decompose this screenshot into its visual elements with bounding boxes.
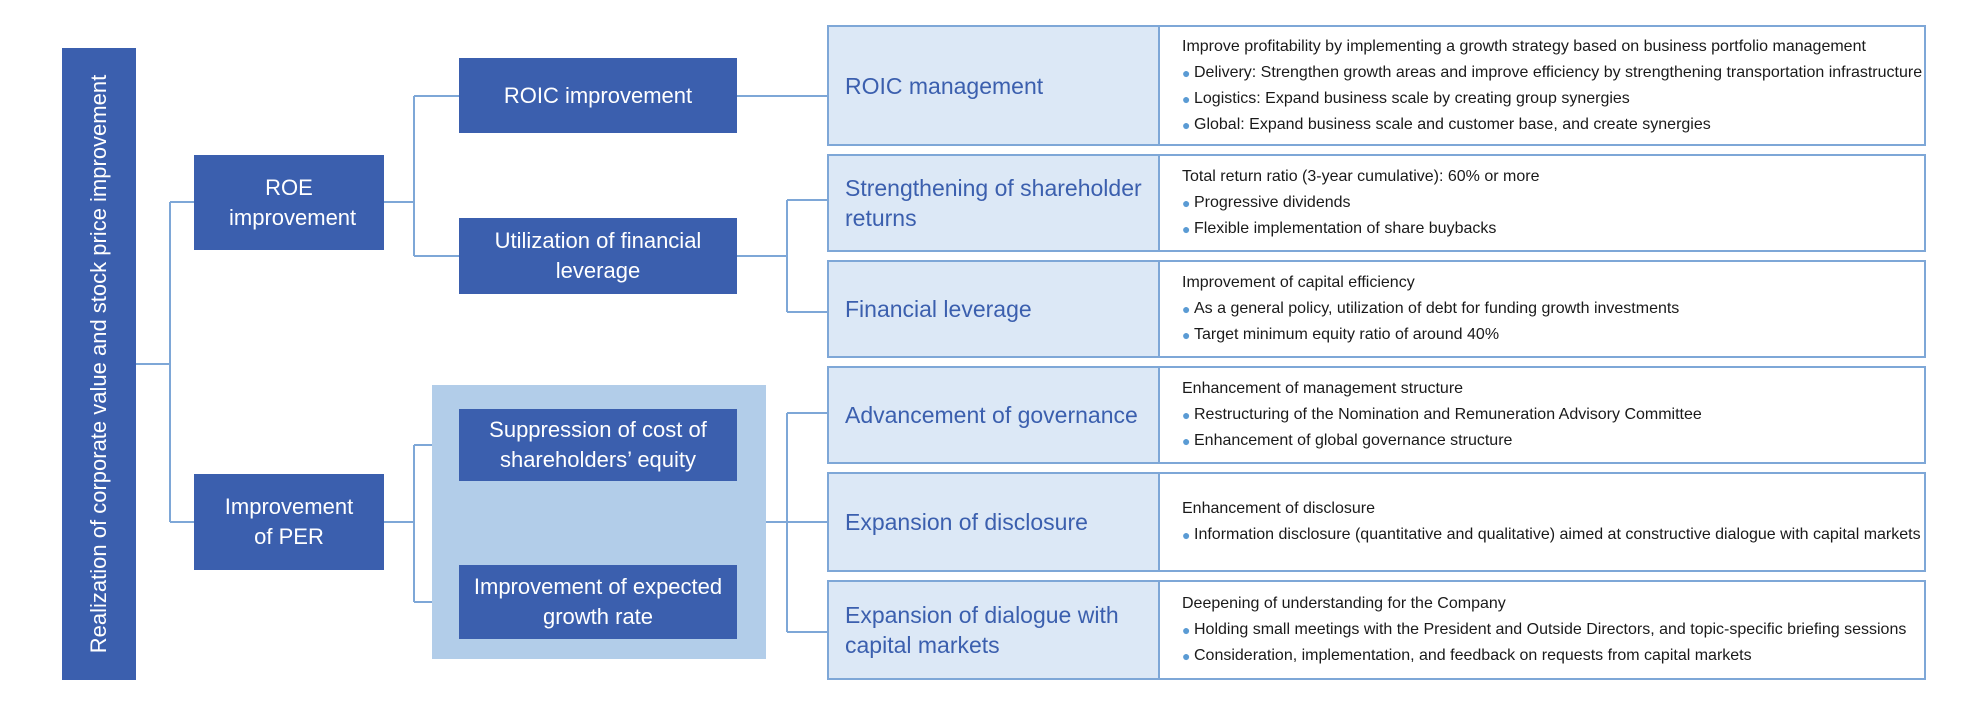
bullet-item: ●Delivery: Strengthen growth areas and i… xyxy=(1182,60,1924,86)
roe-improvement-label: ROE improvement xyxy=(229,174,357,230)
bullet-item: ●Holding small meetings with the Preside… xyxy=(1182,617,1924,643)
bullet-item: ●Enhancement of global governance struct… xyxy=(1182,428,1924,454)
bullet-text: Global: Expand business scale and custom… xyxy=(1194,115,1711,133)
bullet-text: Target minimum equity ratio of around 40… xyxy=(1194,326,1500,343)
bullet-dot-icon: ● xyxy=(1182,327,1191,343)
row-heading: Enhancement of management structure xyxy=(1182,380,1464,397)
bullet-item: ●Logistics: Expand business scale by cre… xyxy=(1182,86,1924,112)
row-disclosure: Expansion of disclosure Enhancement of d… xyxy=(827,472,1926,572)
bullet-dot-icon: ● xyxy=(1182,622,1191,638)
expected-growth-label: Improvement of expected growth rate xyxy=(473,574,723,629)
roe-improvement-box: ROE improvement xyxy=(194,155,384,250)
bullet-text: Flexible implementation of share buyback… xyxy=(1194,220,1497,237)
bullet-dot-icon: ● xyxy=(1182,90,1191,107)
row-title: Advancement of governance xyxy=(829,368,1160,462)
bullet-dot-icon: ● xyxy=(1182,116,1191,133)
row-heading: Improvement of capital efficiency xyxy=(1182,274,1415,291)
row-title: Strengthening of shareholder returns xyxy=(829,156,1160,250)
leverage-utilization-label: Utilization of financial leverage xyxy=(494,228,702,283)
row-detail: Deepening of understanding for the Compa… xyxy=(1160,582,1924,678)
bullet-text: As a general policy, utilization of debt… xyxy=(1194,300,1680,317)
bullet-text: Delivery: Strengthen growth areas and im… xyxy=(1194,63,1923,81)
bullet-item: ●Target minimum equity ratio of around 4… xyxy=(1182,322,1924,348)
row-shareholder-returns: Strengthening of shareholder returns Tot… xyxy=(827,154,1926,252)
per-improvement-label: Improvement of PER xyxy=(224,494,354,549)
bullet-item: ●Information disclosure (quantitative an… xyxy=(1182,522,1924,548)
bullet-dot-icon: ● xyxy=(1182,433,1191,449)
row-title: Expansion of disclosure xyxy=(829,474,1160,570)
bullet-text: Progressive dividends xyxy=(1194,194,1351,211)
row-dialogue: Expansion of dialogue with capital marke… xyxy=(827,580,1926,680)
expected-growth-box: Improvement of expected growth rate xyxy=(459,565,737,639)
row-detail: Total return ratio (3-year cumulative): … xyxy=(1160,156,1924,250)
bullet-item: ●Global: Expand business scale and custo… xyxy=(1182,112,1924,138)
bullet-text: Restructuring of the Nomination and Remu… xyxy=(1194,406,1702,423)
cost-of-equity-label: Suppression of cost of shareholders’ equ… xyxy=(489,417,707,472)
per-improvement-box: Improvement of PER xyxy=(194,474,384,570)
bullet-dot-icon: ● xyxy=(1182,407,1191,423)
bullet-text: Consideration, implementation, and feedb… xyxy=(1194,647,1752,664)
row-detail: Enhancement of management structure ●Res… xyxy=(1160,368,1924,462)
row-heading: Enhancement of disclosure xyxy=(1182,500,1375,517)
bullet-dot-icon: ● xyxy=(1182,648,1191,664)
row-detail: Improve profitability by implementing a … xyxy=(1160,27,1924,144)
roic-improvement-box: ROIC improvement xyxy=(459,58,737,133)
row-governance: Advancement of governance Enhancement of… xyxy=(827,366,1926,464)
bullet-dot-icon: ● xyxy=(1182,64,1191,81)
row-title: Financial leverage xyxy=(829,262,1160,356)
bullet-item: ●Consideration, implementation, and feed… xyxy=(1182,643,1924,669)
bullet-text: Logistics: Expand business scale by crea… xyxy=(1194,89,1630,107)
row-title: ROIC management xyxy=(829,27,1160,144)
bullet-dot-icon: ● xyxy=(1182,195,1191,211)
bullet-dot-icon: ● xyxy=(1182,221,1191,237)
row-detail: Improvement of capital efficiency ●As a … xyxy=(1160,262,1924,356)
row-detail: Enhancement of disclosure ●Information d… xyxy=(1160,474,1924,570)
row-heading: Improve profitability by implementing a … xyxy=(1182,37,1866,55)
row-title: Expansion of dialogue with capital marke… xyxy=(829,582,1160,678)
bullet-text: Information disclosure (quantitative and… xyxy=(1194,526,1921,543)
row-heading: Deepening of understanding for the Compa… xyxy=(1182,595,1506,612)
bullet-item: ●As a general policy, utilization of deb… xyxy=(1182,296,1924,322)
root-label: Realization of corporate value and stock… xyxy=(86,74,111,654)
bullet-item: ●Flexible implementation of share buybac… xyxy=(1182,216,1924,242)
bullet-text: Enhancement of global governance structu… xyxy=(1194,432,1513,449)
bullet-item: ●Restructuring of the Nomination and Rem… xyxy=(1182,402,1924,428)
leverage-utilization-box: Utilization of financial leverage xyxy=(459,218,737,294)
row-financial-leverage: Financial leverage Improvement of capita… xyxy=(827,260,1926,358)
root-box: Realization of corporate value and stock… xyxy=(62,48,136,680)
cost-of-equity-box: Suppression of cost of shareholders’ equ… xyxy=(459,409,737,481)
bullet-item: ●Progressive dividends xyxy=(1182,190,1924,216)
row-heading: Total return ratio (3-year cumulative): … xyxy=(1182,168,1540,185)
roic-improvement-label: ROIC improvement xyxy=(503,82,693,108)
row-roic-management: ROIC management Improve profitability by… xyxy=(827,25,1926,146)
bullet-dot-icon: ● xyxy=(1182,527,1191,543)
bullet-text: Holding small meetings with the Presiden… xyxy=(1194,621,1907,638)
bullet-dot-icon: ● xyxy=(1182,301,1191,317)
